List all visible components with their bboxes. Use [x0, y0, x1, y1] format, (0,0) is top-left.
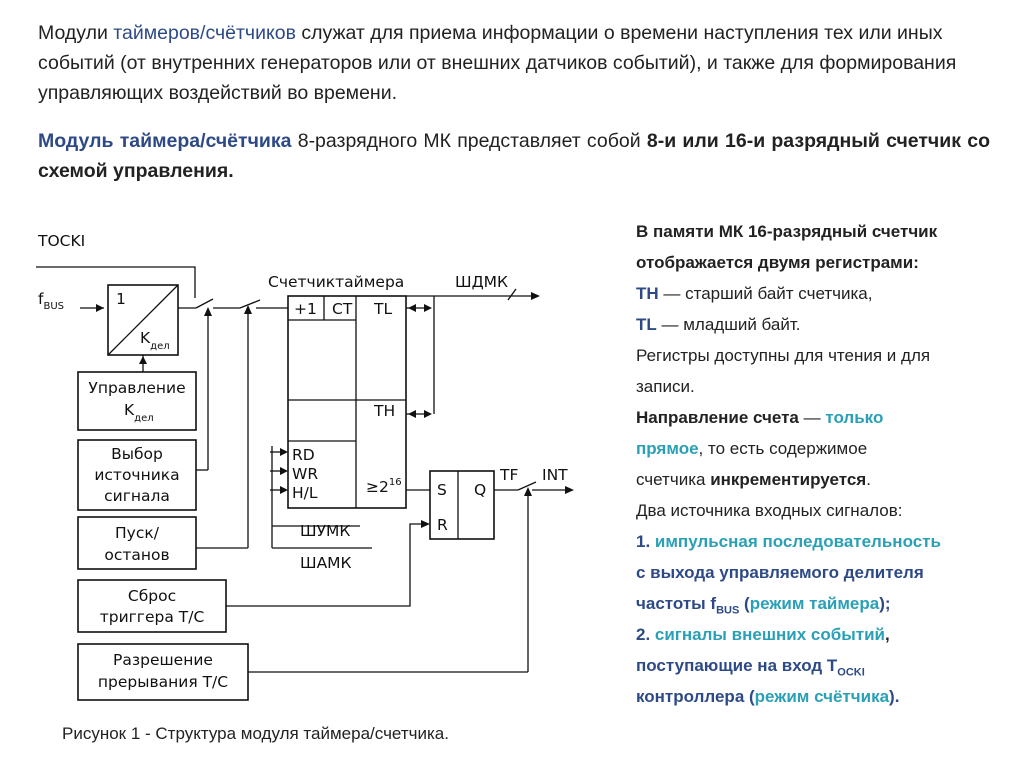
- figure-caption: Рисунок 1 - Структура модуля таймера/сче…: [62, 724, 449, 743]
- reset-trigger-box: [77, 579, 227, 633]
- counter-title: Счетчиктаймера: [268, 273, 404, 291]
- tf-label: TF: [499, 466, 518, 484]
- shamk-label: ШАМК: [300, 554, 352, 572]
- timers-term: таймеров/счётчиков: [113, 22, 296, 44]
- svg-text:WR: WR: [292, 465, 318, 483]
- th-register: TH: [373, 402, 395, 420]
- svg-text:+1: +1: [294, 300, 317, 318]
- shdmk-label: ШДМК: [455, 273, 508, 291]
- svg-text:Управление: Управление: [88, 379, 185, 397]
- svg-text:RD: RD: [292, 446, 315, 464]
- svg-text:Пуск/: Пуск/: [115, 524, 160, 542]
- svg-text:триггера Т/С: триггера Т/С: [100, 608, 205, 626]
- svg-text:Kдел: Kдел: [140, 329, 170, 352]
- module-term: Модуль таймера/счётчика: [38, 130, 292, 152]
- control-kdel-box: [77, 371, 197, 431]
- source-select-box: [77, 439, 197, 511]
- svg-text:≥216: ≥216: [366, 477, 402, 496]
- rs-trigger: [429, 470, 495, 540]
- svg-text:R: R: [437, 516, 448, 534]
- svg-text:Kдел: Kдел: [124, 401, 154, 424]
- svg-text:источника: источника: [94, 466, 179, 484]
- svg-text:Разрешение: Разрешение: [113, 651, 213, 669]
- start-stop-box: [77, 516, 197, 570]
- svg-text:Выбор: Выбор: [111, 445, 163, 463]
- svg-text:CT: CT: [332, 300, 353, 318]
- svg-text:1: 1: [116, 290, 126, 308]
- svg-text:Q: Q: [474, 481, 486, 499]
- module-paragraph: Модуль таймера/счётчика 8-разрядного МК …: [38, 130, 990, 182]
- int-label: INT: [542, 466, 568, 484]
- info-panel: В памяти МК 16-разрядный счетчик отображ…: [636, 222, 941, 706]
- irq-enable-box: [77, 643, 249, 701]
- svg-text:Сброс: Сброс: [128, 587, 176, 605]
- svg-text:S: S: [437, 481, 447, 499]
- fbus-label: fBUS: [38, 290, 64, 312]
- svg-text:сигнала: сигнала: [104, 487, 170, 505]
- shumk-label: ШУМК: [300, 522, 350, 540]
- tocki-label: TOCKI: [37, 232, 85, 250]
- counter-block: [287, 295, 407, 509]
- svg-text:прерывания Т/С: прерывания Т/С: [98, 673, 228, 691]
- svg-text:H/L: H/L: [292, 484, 318, 502]
- intro-paragraph: Модули таймеров/счётчиков служат для при…: [38, 22, 957, 104]
- svg-text:останов: останов: [104, 546, 169, 564]
- tl-register: TL: [373, 300, 392, 318]
